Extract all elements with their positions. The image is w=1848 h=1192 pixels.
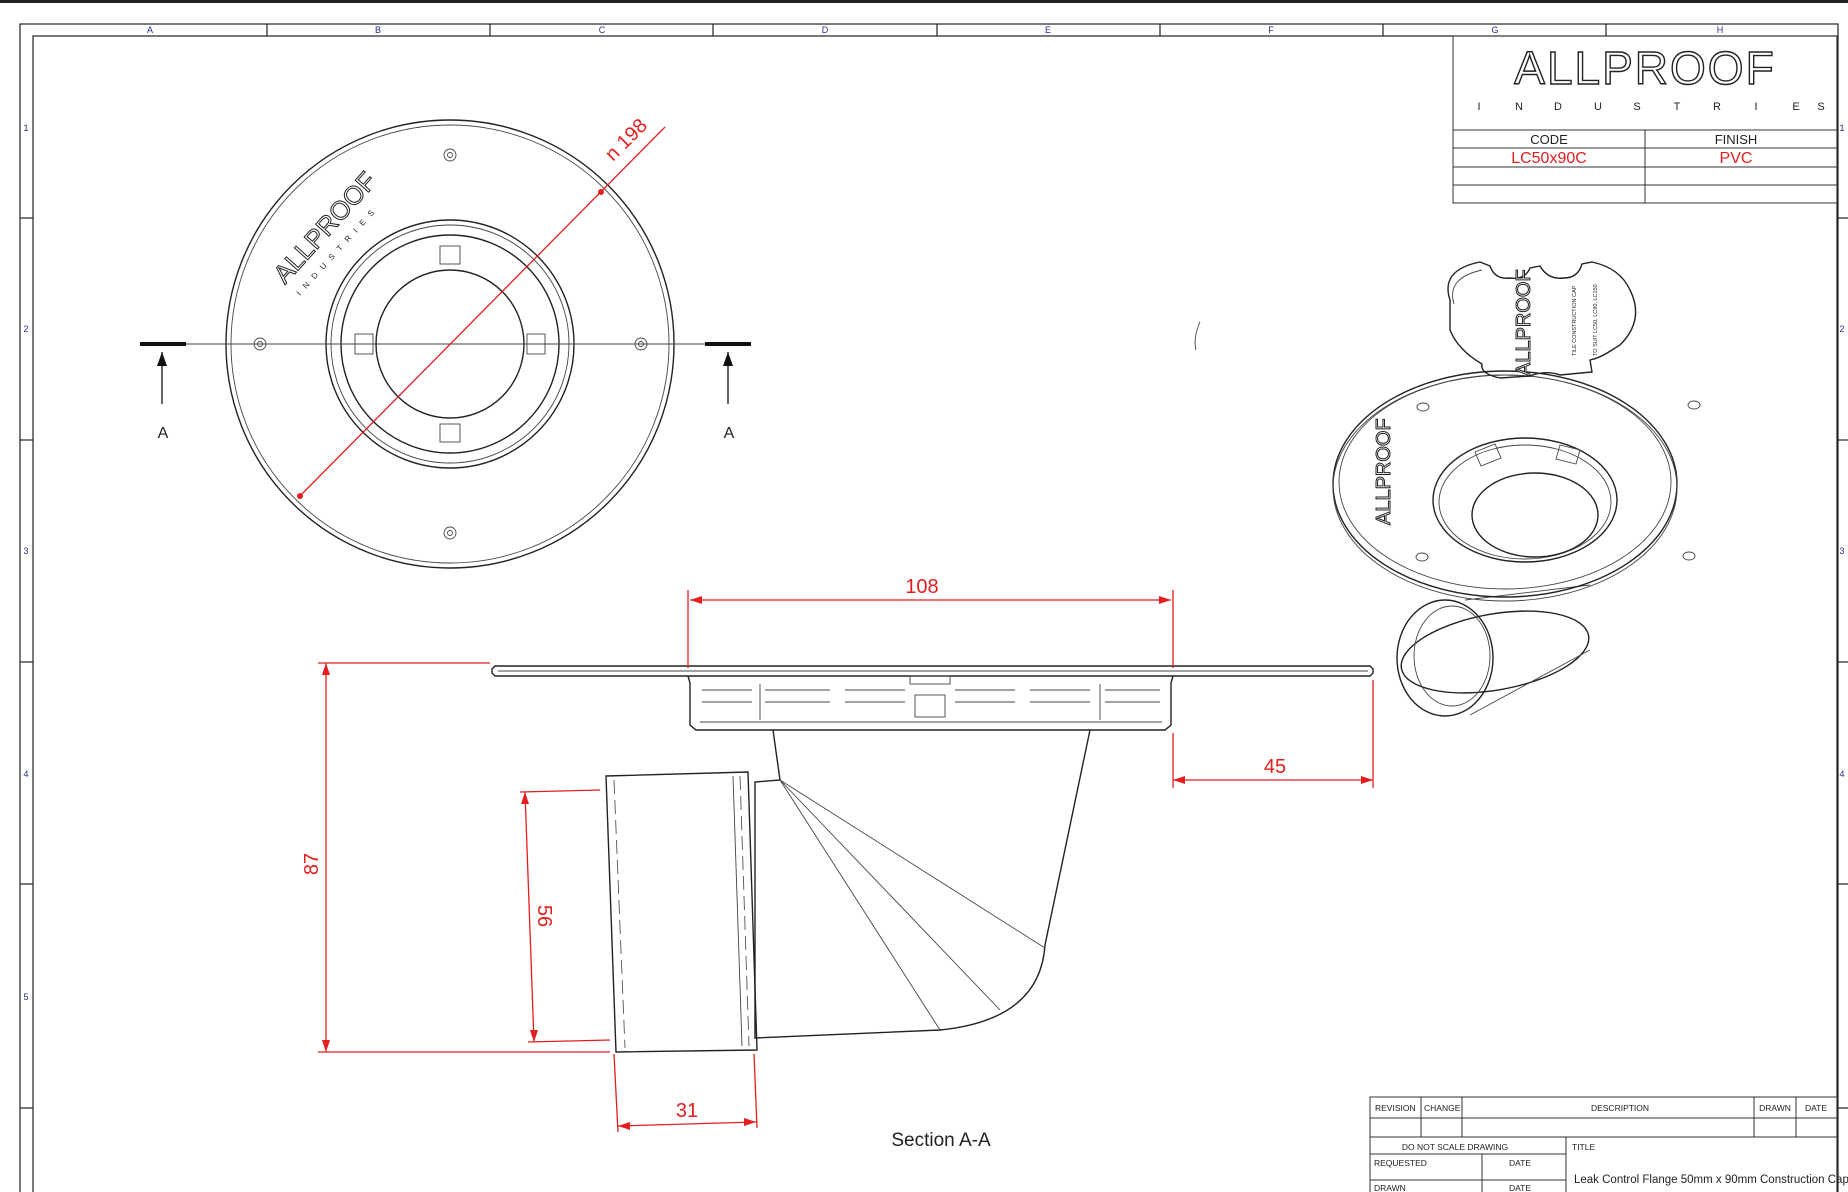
tagline-letter: I [1477,101,1480,113]
arrow-up-icon [723,352,733,366]
section-outlet-pipe [605,771,758,1053]
tagline-letter: T [1674,101,1681,113]
tb-title-label: TITLE [1572,1142,1595,1152]
iso-flange-logo: ALLPROOF [1373,418,1395,525]
zone-col-c: C [599,25,606,35]
zone-row-5-left: 5 [23,992,28,1002]
section-funnel [754,729,1091,1039]
screw-hole-icon [1682,551,1696,561]
zone-row-2-left: 2 [23,324,28,334]
iso-view: ALLPROOF ALLPROOF TILE CONSTRUCTION CAP … [1332,261,1701,717]
zone-col-a: A [147,25,153,35]
tb-do-not-scale: DO NOT SCALE DRAWING [1402,1142,1508,1152]
section-view: 108 45 87 56 31 Section A-A [301,576,1374,1151]
tb-description: DESCRIPTION [1591,1103,1649,1113]
zone-labels: A B C D E F G H 1 2 3 4 5 1 2 3 4 [23,25,1844,1002]
zone-row-1-left: 1 [23,123,28,133]
screw-hole-icon [443,148,457,162]
info-box: CODE LC50x90C FINISH PVC [1452,129,1838,204]
dim-line-56 [524,791,535,1043]
zone-row-4-left: 4 [23,769,28,779]
code-label: CODE [1530,132,1568,147]
screw-hole-icon [1416,402,1430,412]
screw-hole-icon [1415,552,1429,562]
plan-tab-bottom [439,423,461,443]
iso-outlet [1396,599,1494,717]
brand-tagline: I N D U S T R I E S [1477,101,1824,113]
zone-row-4-right: 4 [1839,769,1844,779]
tagline-letter: D [1554,101,1562,113]
tb-change: CHANGE [1424,1103,1461,1113]
section-marker-left: A [158,425,169,442]
tb-date: DATE [1805,1103,1827,1113]
tb-drawing-title: Leak Control Flange 50mm x 90mm Construc… [1574,1174,1848,1186]
section-marker-right: A [724,425,735,442]
zone-col-g: G [1491,25,1498,35]
tagline-letter: U [1594,101,1602,113]
plan-tab-top [439,245,461,265]
dim-right-label: 45 [1264,756,1286,778]
top-border [0,0,1848,3]
cap-logo: ALLPROOF [1513,269,1535,376]
cap-text-line1: TILE CONSTRUCTION CAP [1572,285,1578,356]
zone-col-h: H [1717,25,1724,35]
tagline-letter: E [1792,101,1799,113]
brand-logo-wordmark: ALLPROOF [1514,42,1775,94]
zone-col-b: B [375,25,381,35]
zone-row-2-right: 2 [1839,324,1844,334]
tagline-letter: S [1633,101,1640,113]
cap-text-line2: TO SUIT LC50, LC90, LC150 [1593,284,1599,356]
diameter-dimension-line [297,126,666,499]
tb-drawn-date: DATE [1509,1183,1531,1192]
tb-drawn-row: DRAWN [1374,1183,1406,1192]
dim-height-label: 87 [301,853,323,875]
dim-top-label: 108 [905,576,938,598]
tb-drawn: DRAWN [1759,1103,1791,1113]
dim-length-label: 31 [676,1100,698,1122]
screw-hole-icon [443,526,457,540]
zone-row-3-right: 3 [1839,546,1844,556]
zone-col-e: E [1045,25,1051,35]
tagline-letter: R [1713,101,1721,113]
zone-row-1-right: 1 [1839,123,1844,133]
construction-cap [1447,261,1637,379]
finish-label: FINISH [1715,132,1758,147]
tagline-letter: S [1817,101,1824,113]
logo-block: ALLPROOF I N D U S T R I E S [1452,35,1838,131]
title-block: REVISION CHANGE DESCRIPTION DRAWN DATE D… [1369,1096,1848,1192]
section-flange-plate [491,665,1374,677]
section-body [687,675,1174,731]
tb-revision: REVISION [1375,1103,1416,1113]
plan-view: ALLPROOF INDUSTRIES A A n 198 [140,115,751,569]
arrow-up-icon [157,352,167,366]
zone-col-d: D [822,25,829,35]
section-title: Section A-A [891,1130,991,1151]
screw-hole-icon [1687,400,1701,410]
tb-requested: REQUESTED [1374,1158,1427,1168]
diameter-label: n 198 [601,115,652,166]
zone-row-3-left: 3 [23,546,28,556]
sheet-frame [19,23,1848,1192]
stray-mark [1194,321,1201,351]
tagline-letter: N [1515,101,1523,113]
tb-requested-date: DATE [1509,1158,1531,1168]
finish-value: PVC [1720,150,1753,167]
zone-col-f: F [1268,25,1274,35]
dim-outlet-label: 56 [533,905,555,927]
tagline-letter: I [1754,101,1757,113]
dim-line-31 [617,1121,757,1127]
code-value: LC50x90C [1511,150,1587,167]
